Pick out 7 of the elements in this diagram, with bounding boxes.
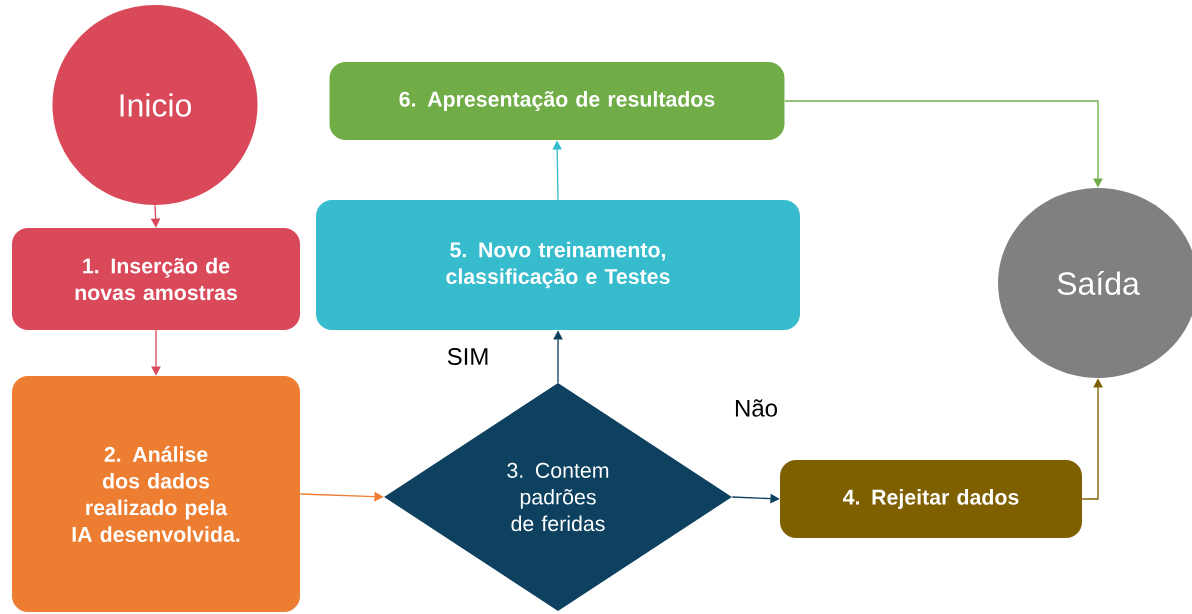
- process-box: 6. Apresentação de resultados: [329, 62, 785, 140]
- process-box: 5. Novo treinamento, classificação e Testes: [316, 200, 800, 330]
- process-box: 2. Análise dos dados realizado pela IA desenvolvida.: [12, 376, 300, 612]
- process-box: 1. Inserção de novas amostras: [12, 228, 300, 330]
- process-box: 4. Rejeitar dados: [780, 460, 1082, 538]
- edge-label: Não: [731, 396, 781, 420]
- edge-label: SIM: [444, 345, 492, 368]
